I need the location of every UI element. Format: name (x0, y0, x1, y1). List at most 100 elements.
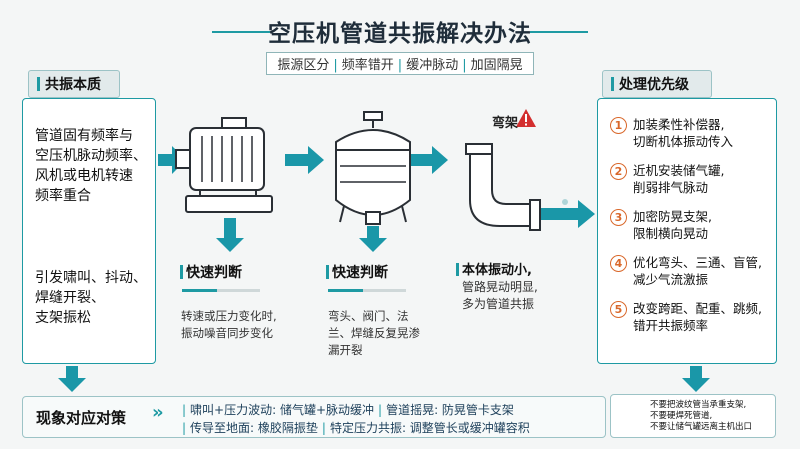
priority-line: 优化弯头、三通、盲管, (633, 255, 762, 270)
cause-text: 管道固有频率与 空压机脉动频率、 风机或电机转速 频率重合 (35, 126, 147, 206)
tank-desc-line: 兰、焊缝反复晃渗 (328, 326, 420, 340)
pipe-desc-line: 多为管道共振 (462, 297, 535, 311)
remedy-row: |啸叫+压力波动: 储气罐+脉动缓冲|管道摇晃: 防晃管卡支架 (178, 401, 530, 419)
tank-judge-text: 快速判断 (332, 265, 388, 281)
tank-desc: 弯头、阀门、法 兰、焊缝反复晃渗 漏开裂 (328, 308, 420, 359)
arrow-down-icon (682, 366, 710, 392)
priority-number: 3 (610, 209, 627, 226)
subtitle-item: 频率错开 (341, 58, 394, 73)
bend-label: 弯架 (492, 116, 519, 131)
cause-line: 风机或电机转速 (35, 168, 133, 184)
bottom-remedies: |啸叫+压力波动: 储气罐+脉动缓冲|管道摇晃: 防晃管卡支架 |传导至地面: … (178, 401, 530, 437)
tank-desc-line: 弯头、阀门、法 (328, 309, 409, 323)
dot-icon (562, 199, 568, 205)
cause-line: 管道固有频率与 (35, 128, 133, 144)
subtitle-separator: | (333, 58, 338, 73)
motor-progress-fill (182, 289, 218, 292)
priority-number: 1 (610, 117, 627, 134)
subtitle-separator: | (397, 58, 403, 73)
warning-line: 不要把波纹管当承重支架, (650, 400, 747, 410)
tank-judge-title: 快速判断 (326, 262, 388, 282)
priority-line: 错开共振频率 (633, 318, 709, 333)
tank-progress-bar (328, 289, 406, 292)
bottom-bar (22, 396, 606, 438)
pipe-desc-line-first: 本体振动小, (456, 262, 538, 279)
priority-line: 改变跨距、配重、跳频, (633, 301, 762, 316)
warning-line: 不要让储气罐远离主机出口 (650, 422, 753, 432)
title-rule-right (530, 31, 588, 33)
priority-line: 切断机体振动传入 (633, 134, 734, 149)
remedy-item: 特定压力共振: 调整管长或缓冲罐容积 (329, 421, 530, 435)
priority-number: 4 (610, 255, 627, 272)
priority-number: 5 (610, 301, 627, 318)
remedy-item: 啸叫+压力波动: 储气罐+脉动缓冲 (190, 403, 375, 417)
subtitle-separator: | (462, 58, 467, 73)
arrow-down-icon (58, 366, 86, 392)
motor-icon (175, 117, 273, 213)
motor-judge-text: 快速判断 (186, 265, 242, 281)
bottom-heading: 现象对应对策 (36, 409, 127, 427)
warning-box (610, 394, 776, 438)
pipe-desc: 本体振动小, 管路晃动明显, 多为管道共振 (456, 262, 538, 313)
priority-item: 5 改变跨距、配重、跳频, 错开共振频率 (610, 300, 772, 334)
subtitle-item: 振源区分 (277, 58, 330, 73)
subtitle: 振源区分|频率错开|缓冲脉动|加固隔晃 (0, 52, 800, 75)
subtitle-box: 振源区分|频率错开|缓冲脉动|加固隔晃 (266, 52, 534, 75)
warning-text: 不要把波纹管当承重支架, 不要硬焊死管道, 不要让储气罐远离主机出口 (650, 400, 752, 433)
remedy-separator: | (378, 403, 383, 417)
heading-accent-bar (37, 77, 40, 91)
priority-item: 2 近机安装储气罐, 削弱排气脉动 (610, 162, 772, 196)
effect-text: 引发啸叫、抖动、 焊缝开裂、 支架振松 (35, 268, 147, 328)
priority-list: 1 加装柔性补偿器, 切断机体振动传入 2 近机安装储气罐, 削弱排气脉动 3 加密防晃支… (610, 116, 772, 334)
heading-accent-bar (611, 77, 614, 91)
tank-progress-fill (328, 289, 364, 292)
motor-desc: 转速或压力变化时, 振动噪音同步变化 (181, 308, 277, 342)
right-panel-heading-text: 处理优先级 (619, 77, 689, 93)
priority-line: 近机安装储气罐, (633, 163, 725, 178)
left-panel (22, 98, 156, 364)
motor-progress-bar (182, 289, 260, 292)
priority-line: 削弱排气脉动 (633, 180, 709, 195)
title-rule-left (212, 31, 270, 33)
arrow-down-icon (359, 226, 387, 252)
motor-desc-line: 转速或压力变化时, (181, 309, 277, 323)
remedy-row: |传导至地面: 橡胶隔振垫|特定压力共振: 调整管长或缓冲罐容积 (178, 419, 530, 437)
page-title: 空压机管道共振解决办法 (268, 21, 532, 47)
effect-line: 支架振松 (35, 310, 91, 326)
cause-line: 空压机脉动频率、 (35, 148, 147, 164)
priority-line: 加密防晃支架, (633, 209, 712, 224)
subtitle-item: 加固隔晃 (470, 58, 523, 73)
priority-item: 1 加装柔性补偿器, 切断机体振动传入 (610, 116, 772, 150)
judge-tick (326, 265, 329, 279)
tank-desc-line: 漏开裂 (328, 343, 363, 357)
effect-line: 引发啸叫、抖动、 (35, 270, 147, 286)
arrow-down-icon (216, 218, 244, 252)
right-panel-heading: 处理优先级 (602, 70, 712, 98)
arrow-right-icon (410, 146, 448, 174)
motor-desc-line: 振动噪音同步变化 (181, 326, 273, 340)
tank-icon (335, 111, 411, 225)
motor-judge-title: 快速判断 (180, 262, 242, 282)
pipe-elbow-icon (465, 143, 541, 231)
remedy-separator: | (321, 421, 326, 435)
right-panel (597, 98, 777, 364)
warning-icon (516, 109, 536, 127)
double-chevron-icon: » (152, 402, 164, 423)
subtitle-item: 缓冲脉动 (406, 58, 459, 73)
pipe-desc-line: 管路晃动明显, (462, 280, 538, 294)
remedy-item: 传导至地面: 橡胶隔振垫 (190, 421, 318, 435)
priority-line: 加装柔性补偿器, (633, 117, 725, 132)
arrow-right-icon (285, 146, 324, 174)
pipe-desc-line: 本体振动小, (462, 263, 532, 278)
judge-tick (456, 263, 459, 276)
remedy-item: 管道摇晃: 防晃管卡支架 (386, 403, 514, 417)
warning-line: 不要硬焊死管道, (650, 411, 713, 421)
left-panel-heading-text: 共振本质 (45, 77, 101, 93)
arrow-right-icon (540, 200, 595, 228)
effect-line: 焊缝开裂、 (35, 290, 105, 306)
left-panel-heading: 共振本质 (28, 70, 120, 98)
priority-number: 2 (610, 163, 627, 180)
remedy-separator: | (182, 403, 187, 417)
